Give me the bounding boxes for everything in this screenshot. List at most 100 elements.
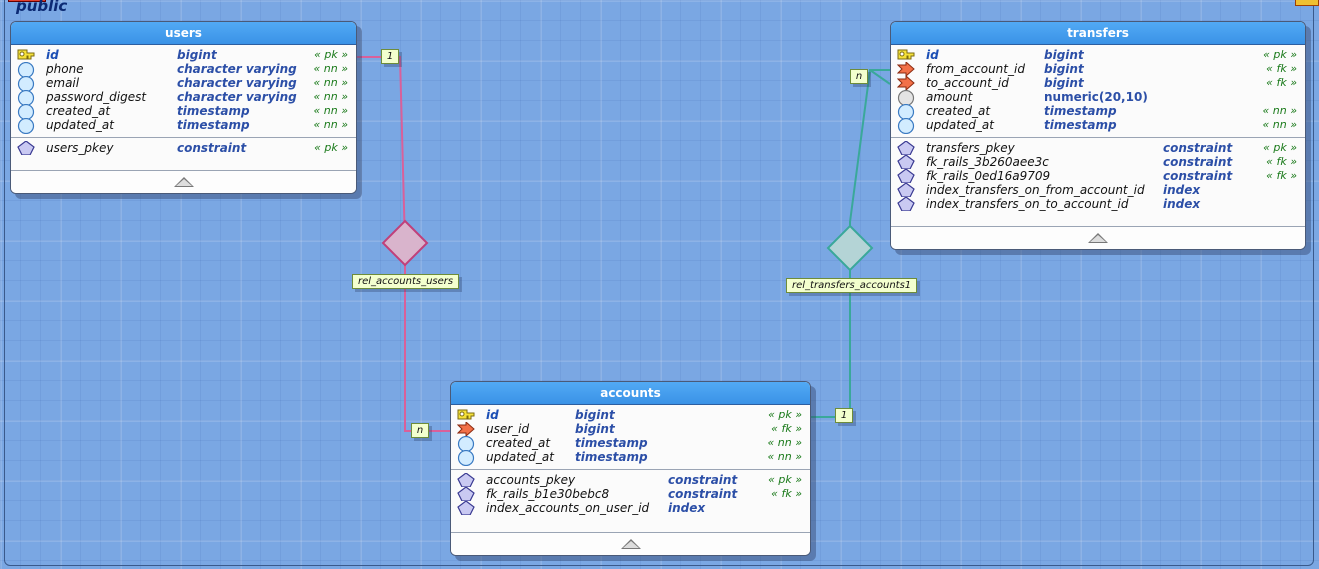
cardinality-label: 1 (381, 49, 399, 64)
object-row[interactable]: users_pkey constraint « pk » (11, 140, 356, 156)
column-type: bigint (1044, 48, 1084, 62)
column-name: created_at (926, 104, 991, 118)
column-type: timestamp (1044, 104, 1117, 118)
expand-arrow-icon (173, 177, 194, 187)
constraint-alias: « fk » (1266, 62, 1297, 75)
object-type: index (1163, 197, 1201, 211)
column-name: updated_at (486, 450, 554, 464)
column-name: created_at (46, 104, 111, 118)
object-name: fk_rails_0ed16a9709 (926, 169, 1051, 183)
constraint-icon (897, 154, 915, 170)
pk-key-icon (897, 48, 915, 62)
expand-arrow-icon (620, 539, 641, 549)
object-type: index (668, 501, 706, 515)
collapse-button[interactable] (451, 532, 810, 555)
column-icon (457, 449, 475, 467)
object-name: accounts_pkey (486, 473, 576, 487)
column-type: timestamp (1044, 118, 1117, 132)
column-icon (17, 75, 35, 93)
collapse-button[interactable] (11, 170, 356, 193)
pk-key-icon (17, 48, 35, 62)
column-type: numeric(20,10) (1044, 90, 1148, 104)
constraint-alias: « pk » (768, 408, 802, 421)
object-row[interactable]: index_accounts_on_user_id index (451, 500, 810, 516)
column-type: bigint (1044, 62, 1084, 76)
column-name: id (46, 48, 59, 62)
rel-accounts-users-diamond (381, 219, 429, 267)
column-type: timestamp (575, 450, 648, 464)
column-name: created_at (486, 436, 551, 450)
constraint-alias: « nn » (313, 62, 348, 75)
object-row[interactable]: index_transfers_on_to_account_id index (891, 196, 1305, 212)
cardinality-label: n (850, 69, 868, 84)
schema-name: public (16, 0, 68, 15)
collapse-button[interactable] (891, 226, 1305, 249)
object-type: index (1163, 183, 1201, 197)
fk-arrow-icon (456, 420, 475, 438)
column-name: user_id (486, 422, 530, 436)
column-icon (897, 117, 915, 135)
table-title[interactable]: transfers (891, 22, 1305, 45)
object-name: fk_rails_3b260aee3c (926, 155, 1049, 169)
constraint-icon (457, 472, 475, 488)
column-type: character varying (177, 76, 297, 90)
object-name: transfers_pkey (926, 141, 1015, 155)
expand-arrow-icon (1088, 233, 1108, 243)
object-name: index_transfers_on_to_account_id (926, 197, 1129, 211)
constraint-alias: « nn » (313, 104, 348, 117)
table-title[interactable]: users (11, 22, 356, 45)
object-name: index_accounts_on_user_id (486, 501, 650, 515)
object-type: constraint (1163, 155, 1233, 169)
table-title[interactable]: accounts (451, 382, 810, 405)
schema-marker (8, 0, 46, 2)
constraint-icon (897, 140, 915, 156)
object-type: constraint (177, 141, 247, 155)
object-name: users_pkey (46, 141, 114, 155)
column-icon (457, 435, 475, 453)
constraint-alias: « pk » (314, 48, 348, 61)
column-name: id (486, 408, 499, 422)
column-name: to_account_id (926, 76, 1009, 90)
constraint-alias: « fk » (1266, 169, 1297, 182)
constraint-alias: « nn » (313, 90, 348, 103)
constraint-icon (17, 140, 35, 156)
section-separator (891, 137, 1305, 138)
object-type: constraint (668, 487, 738, 501)
rel-transfers-accounts-label[interactable]: rel_transfers_accounts1 (786, 278, 918, 293)
fk-arrow-icon (896, 74, 915, 92)
constraint-icon (897, 182, 915, 198)
column-type: timestamp (177, 118, 250, 132)
column-type: timestamp (575, 436, 648, 450)
constraint-alias: « pk » (314, 141, 348, 154)
object-type: constraint (1163, 141, 1233, 155)
rel-accounts-users-label[interactable]: rel_accounts_users (352, 274, 460, 289)
constraint-alias: « fk » (1266, 76, 1297, 89)
